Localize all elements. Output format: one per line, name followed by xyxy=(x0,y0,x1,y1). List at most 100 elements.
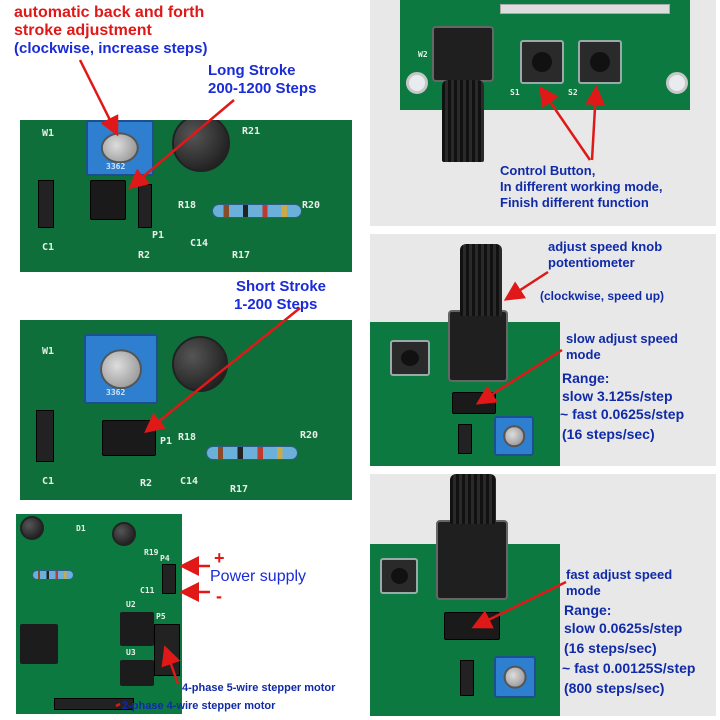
caption-control-line3: Finish different function xyxy=(500,195,649,210)
panel-power-motor: P4 P5 U2 U3 R19 C11 D1 xyxy=(16,514,182,714)
resistor xyxy=(206,446,298,460)
control-button-s1[interactable] xyxy=(520,40,564,84)
mount-hole-2 xyxy=(666,72,688,94)
silk-u3: U3 xyxy=(126,648,136,657)
ic-chip-u2 xyxy=(120,612,154,646)
resistor xyxy=(212,204,302,218)
electrolytic-capacitor xyxy=(20,516,44,540)
caption-slow-line2: mode xyxy=(566,347,601,362)
caption-fast-line7: (800 steps/sec) xyxy=(564,680,665,696)
silk-pot-code: 3362 xyxy=(106,162,126,171)
panel-long-stroke: W1 3362 R21 R18 R20 C14 R17 P1 R2 C1 xyxy=(20,120,352,272)
caption-fast-line2: mode xyxy=(566,583,601,598)
pin-header-left xyxy=(36,410,54,462)
pin-header xyxy=(460,660,474,696)
silk-r20: R20 xyxy=(302,200,321,211)
silk-r21: R21 xyxy=(242,126,261,137)
silk-p1: P1 xyxy=(160,436,173,447)
power-header xyxy=(162,564,176,594)
caption-short-stroke-line1: Short Stroke xyxy=(236,278,327,295)
silk-r18: R18 xyxy=(178,432,197,443)
electrolytic-capacitor-2 xyxy=(112,522,136,546)
control-button-s2[interactable] xyxy=(578,40,622,84)
silk-r2: R2 xyxy=(138,250,151,261)
caption-fast-line4: slow 0.0625s/step xyxy=(564,620,683,636)
caption-power-supply: Power supply xyxy=(210,568,307,585)
silk-d1: D1 xyxy=(76,524,86,533)
caption-slow-line1: slow adjust speed xyxy=(566,331,678,346)
caption-knob-line2: potentiometer xyxy=(548,255,635,270)
trimmer-potentiometer xyxy=(84,334,158,404)
silk-u2: U2 xyxy=(126,600,136,609)
caption-knob-line1: adjust speed knob xyxy=(548,239,663,254)
silk-pot-code: 3362 xyxy=(106,388,126,397)
silk-r18: R18 xyxy=(178,200,197,211)
silk-r20: R20 xyxy=(300,430,319,441)
electrolytic-capacitor xyxy=(172,120,230,172)
mount-hole xyxy=(406,72,428,94)
control-button[interactable] xyxy=(380,558,418,594)
silk-w2: W2 xyxy=(418,50,428,59)
control-button[interactable] xyxy=(390,340,430,376)
jumper-fast-mode xyxy=(444,612,500,640)
resistor xyxy=(32,570,74,580)
silk-c14: C14 xyxy=(180,476,199,487)
caption-motor-2phase: 2-phase 4-wire stepper motor xyxy=(122,700,276,712)
caption-auto-adjust-line2: stroke adjustment xyxy=(14,22,152,39)
silk-s2: S2 xyxy=(568,88,578,97)
silk-c11: C11 xyxy=(140,586,155,595)
caption-slow-line4: slow 3.125s/step xyxy=(562,388,673,404)
pin-header xyxy=(458,424,472,454)
panel-slow-mode xyxy=(370,234,716,466)
trimmer-potentiometer xyxy=(494,416,534,456)
jumper-long xyxy=(90,180,126,220)
pin-header-top xyxy=(500,4,670,14)
caption-control-line1: Control Button, xyxy=(500,163,596,178)
jumper-slow-mode xyxy=(452,392,496,414)
caption-control-line2: In different working mode, xyxy=(500,179,663,194)
trimmer-potentiometer xyxy=(494,656,536,698)
caption-slow-line3: Range: xyxy=(562,370,610,386)
silk-p5: P5 xyxy=(156,612,166,621)
caption-slow-line5: ~ fast 0.0625s/step xyxy=(560,406,685,422)
caption-power-plus: + xyxy=(214,548,225,568)
caption-slow-line6: (16 steps/sec) xyxy=(562,426,655,442)
caption-auto-adjust-line1: automatic back and forth xyxy=(14,4,205,21)
pin-header xyxy=(138,184,152,228)
caption-auto-adjust-sub: (clockwise, increase steps) xyxy=(14,40,208,57)
electrolytic-capacitor xyxy=(172,336,228,392)
speed-knob-shaft xyxy=(442,80,484,162)
caption-fast-line3: Range: xyxy=(564,602,612,618)
silk-c1: C1 xyxy=(42,476,55,487)
caption-motor-4phase: 4-phase 5-wire stepper motor xyxy=(182,682,336,694)
speed-potentiometer-body xyxy=(432,26,494,82)
silk-c14: C14 xyxy=(190,238,209,249)
silk-r17: R17 xyxy=(230,484,249,495)
motor-header-p5 xyxy=(154,624,180,676)
ic-chip xyxy=(20,624,58,664)
speed-knob-shaft xyxy=(460,244,502,316)
silk-c1: C1 xyxy=(42,242,55,253)
caption-fast-line6: ~ fast 0.00125S/step xyxy=(562,660,696,676)
caption-knob-line3: (clockwise, speed up) xyxy=(540,289,665,303)
caption-short-stroke-line2: 1-200 Steps xyxy=(234,296,318,313)
speed-potentiometer-body xyxy=(436,520,508,600)
silk-r19: R19 xyxy=(144,548,159,557)
silk-w1: W1 xyxy=(42,128,55,139)
speed-knob-shaft xyxy=(450,474,496,524)
silk-w1: W1 xyxy=(42,346,55,357)
pin-header-left xyxy=(38,180,54,228)
silk-p1: P1 xyxy=(152,230,165,241)
silk-p4: P4 xyxy=(160,554,170,563)
silk-r17: R17 xyxy=(232,250,251,261)
jumper-short xyxy=(102,420,156,456)
ic-chip-u3 xyxy=(120,660,154,686)
motor-header-2phase xyxy=(54,698,134,710)
silk-s1: S1 xyxy=(510,88,520,97)
panel-short-stroke: W1 3362 P1 R18 R20 C14 R17 R2 C1 xyxy=(20,320,352,500)
caption-long-stroke-line1: Long Stroke xyxy=(208,62,296,79)
caption-fast-line1: fast adjust speed xyxy=(566,567,673,582)
caption-fast-line5: (16 steps/sec) xyxy=(564,640,657,656)
caption-power-minus: - xyxy=(216,586,222,606)
speed-potentiometer-body xyxy=(448,310,508,382)
